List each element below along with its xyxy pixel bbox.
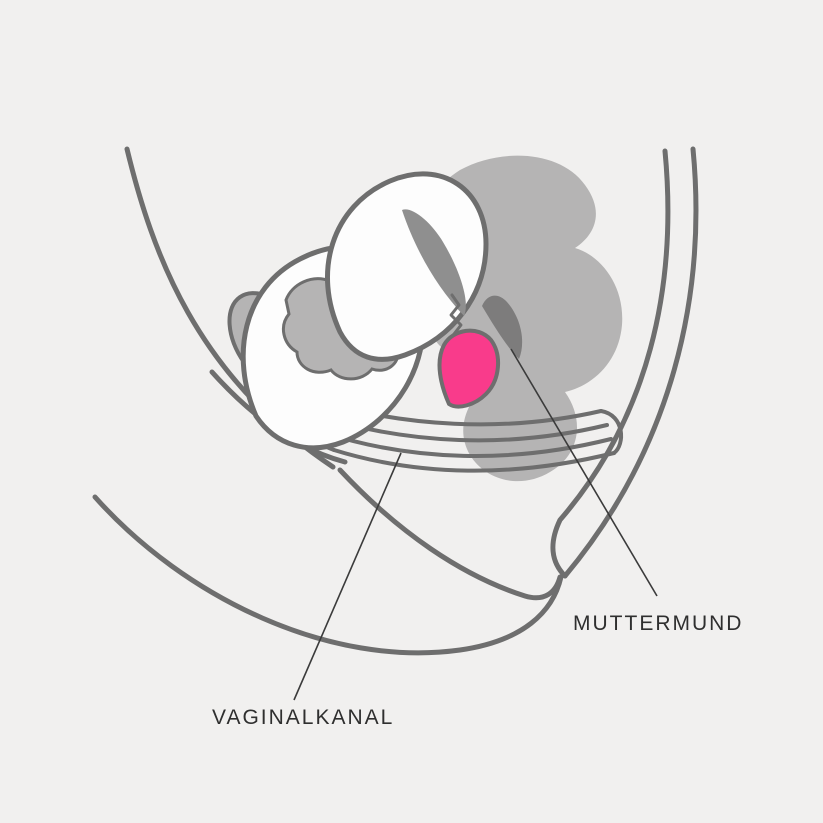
leader-lines (293, 348, 658, 701)
canal-end-right (599, 409, 624, 455)
leader-line-muttermund (510, 348, 658, 597)
uterus-shape (325, 171, 489, 362)
canal-line (323, 431, 613, 459)
canal-line (332, 448, 616, 473)
label-muttermund: MUTTERMUND (573, 612, 744, 635)
spine-outline-inner (550, 148, 671, 579)
menstrual-disc-highlight (437, 328, 500, 409)
uterine-cavity (402, 209, 466, 316)
buttock-outline (92, 494, 564, 656)
spine-outline-outer (562, 146, 699, 579)
perineum-outline (337, 467, 563, 601)
cervical-canal-shape (482, 295, 523, 359)
leader-line-vaginalkanal (293, 452, 402, 701)
label-vaginalkanal: VAGINALKANAL (212, 706, 395, 729)
